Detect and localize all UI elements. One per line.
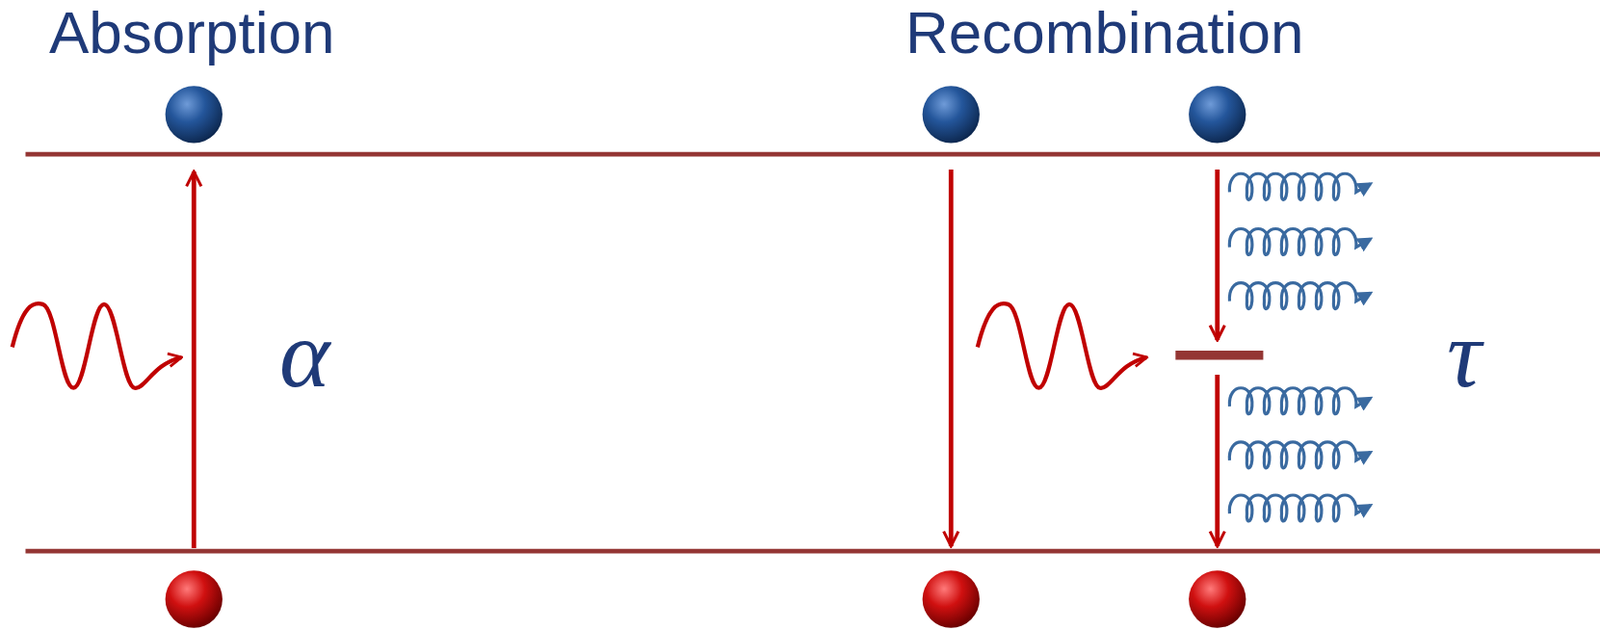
section-title: Absorption (49, 2, 335, 63)
absorption-coefficient: α (279, 306, 331, 403)
photon-wave (12, 303, 183, 389)
radiative-arrow (948, 169, 954, 547)
section-title: Recombination (905, 2, 1305, 63)
absorption-arrow (191, 171, 197, 549)
capture-arrow (1214, 169, 1220, 341)
electrons (165, 85, 1247, 143)
valence-band (25, 549, 1600, 554)
lifetime-symbol: τ (1446, 306, 1482, 403)
emission-arrow (1214, 374, 1220, 547)
phonons (1229, 173, 1370, 522)
holes (165, 570, 1247, 628)
trap-level (1175, 350, 1263, 361)
photon-wave (977, 303, 1148, 389)
conduction-band (25, 152, 1600, 158)
